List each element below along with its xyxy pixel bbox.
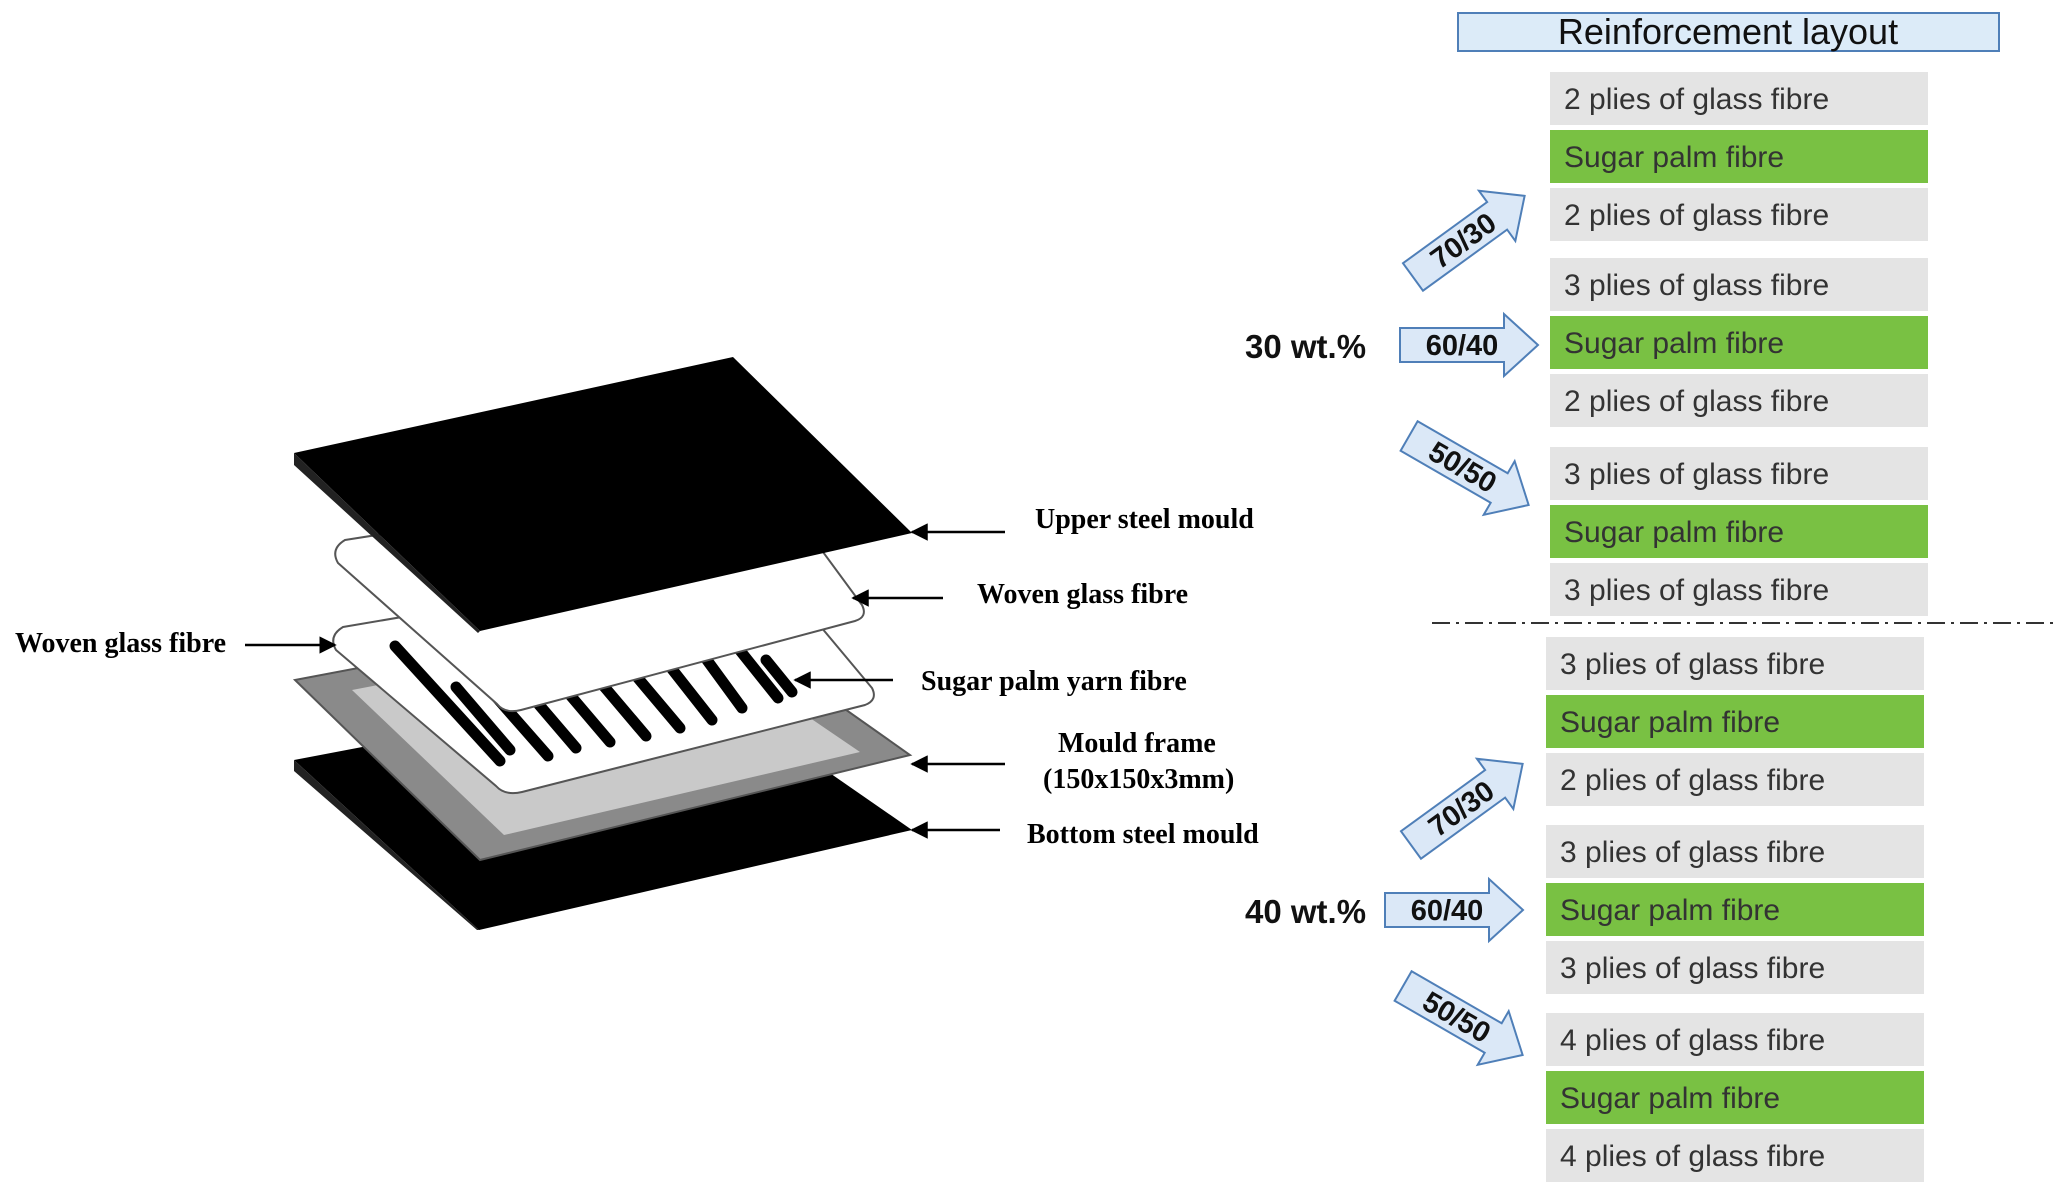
ratio-label: 70/30 — [1425, 207, 1503, 276]
label-mould-frame: Mould frame — [1058, 728, 1216, 759]
layer-label: 2 plies of glass fibre — [1564, 385, 1829, 418]
ratio-arrow-60-40: 60/40 — [1399, 311, 1540, 379]
upper-steel-mould-plate — [294, 357, 912, 631]
glass-fibre-layer — [1546, 637, 1924, 690]
ratio-arrow-shape — [1384, 876, 1525, 944]
ratio-arrow-shape — [1399, 311, 1540, 379]
sugar-palm-fibre-layer — [1546, 883, 1924, 936]
layer-label: 3 plies of glass fibre — [1560, 952, 1825, 985]
layer-label: 3 plies of glass fibre — [1564, 574, 1829, 607]
ratio-label: 60/40 — [1426, 330, 1499, 362]
glass-fibre-layer — [1550, 188, 1928, 241]
mould-stack — [292, 357, 913, 930]
glass-fibre-layer — [1550, 563, 1928, 616]
label-bottom-steel-mould: Bottom steel mould — [1027, 819, 1259, 850]
glass-fibre-layer — [1546, 1013, 1924, 1066]
ratio-arrow-shape — [1401, 189, 1526, 293]
layer-label: Sugar palm fibre — [1560, 706, 1780, 739]
layer-label: 3 plies of glass fibre — [1560, 648, 1825, 681]
ratio-label: 70/30 — [1423, 775, 1501, 844]
sugar-palm-fibre-layer — [1550, 316, 1928, 369]
layout-title: Reinforcement layout — [1558, 11, 1898, 52]
layer-label: 3 plies of glass fibre — [1564, 458, 1829, 491]
glass-fibre-layer — [1550, 258, 1928, 311]
glass-fibre-layer — [1546, 1129, 1924, 1182]
ratio-arrow-50-50: 50/50 — [1393, 969, 1524, 1067]
upper-steel-mould-edge — [294, 453, 480, 633]
label-upper-steel-mould: Upper steel mould — [1035, 504, 1254, 535]
glass-fibre-layer — [1546, 825, 1924, 878]
ratio-arrows: 70/30 60/40 50/50 70/30 60/40 50/50 — [1384, 189, 1540, 1067]
layer-label: 4 plies of glass fibre — [1560, 1024, 1825, 1057]
label-sugar-palm-yarn-fibre: Sugar palm yarn fibre — [921, 666, 1187, 697]
layer-label: 2 plies of glass fibre — [1564, 199, 1829, 232]
layer-label: Sugar palm fibre — [1564, 141, 1784, 174]
layer-label: Sugar palm fibre — [1564, 327, 1784, 360]
mould-labels: Upper steel mould Woven glass fibre Wove… — [15, 504, 1259, 850]
ratio-arrow-70-30: 70/30 — [1401, 189, 1526, 293]
glass-fibre-layer — [1550, 447, 1928, 500]
reinforcement-layout: Reinforcement layout 30 wt.% 40 wt.% 2 p… — [1245, 11, 2055, 1182]
label-mould-frame-dimensions: (150x150x3mm) — [1043, 764, 1234, 795]
weight-label-30: 30 wt.% — [1245, 328, 1366, 365]
leader-arrows — [245, 523, 1005, 839]
ratio-label: 50/50 — [1423, 436, 1502, 500]
ratio-label: 50/50 — [1417, 986, 1496, 1050]
layer-label: 2 plies of glass fibre — [1560, 764, 1825, 797]
layer-label: 4 plies of glass fibre — [1560, 1140, 1825, 1173]
sugar-palm-fibre-layer — [1550, 130, 1928, 183]
sugar-palm-fibre-layer — [1546, 1071, 1924, 1124]
layer-label: Sugar palm fibre — [1560, 894, 1780, 927]
layout-title-box — [1457, 12, 2000, 52]
ratio-arrow-50-50: 50/50 — [1399, 419, 1530, 517]
ratio-label: 60/40 — [1411, 895, 1484, 927]
weight-label-40: 40 wt.% — [1245, 893, 1366, 930]
layer-label: 3 plies of glass fibre — [1564, 269, 1829, 302]
glass-fibre-layer — [1550, 72, 1928, 125]
ratio-arrow-shape — [1399, 757, 1524, 861]
sugar-palm-fibre-layer — [1546, 695, 1924, 748]
sugar-palm-fibre-layer — [1550, 505, 1928, 558]
bottom-steel-mould-edge — [294, 760, 479, 930]
layer-label: 3 plies of glass fibre — [1560, 836, 1825, 869]
glass-fibre-layer — [1550, 374, 1928, 427]
label-woven-glass-fibre-right: Woven glass fibre — [977, 579, 1188, 610]
ratio-arrow-70-30: 70/30 — [1399, 757, 1524, 861]
ratio-arrow-shape — [1393, 969, 1524, 1067]
label-woven-glass-fibre-left: Woven glass fibre — [15, 628, 226, 659]
glass-fibre-layer — [1546, 753, 1924, 806]
layer-label: 2 plies of glass fibre — [1564, 83, 1829, 116]
layer-label: Sugar palm fibre — [1564, 516, 1784, 549]
layer-label: Sugar palm fibre — [1560, 1082, 1780, 1115]
ratio-arrow-60-40: 60/40 — [1384, 876, 1525, 944]
glass-fibre-layer — [1546, 941, 1924, 994]
ratio-arrow-shape — [1399, 419, 1530, 517]
